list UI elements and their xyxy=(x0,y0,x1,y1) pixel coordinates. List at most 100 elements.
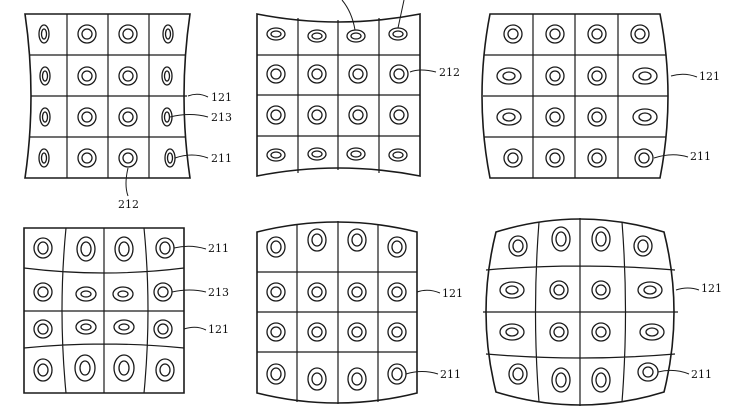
lens-outer-ring xyxy=(75,319,97,335)
lens-inner-ring xyxy=(591,70,603,82)
lens-outer-ring xyxy=(118,24,138,44)
callout-label: 211 xyxy=(211,152,232,165)
lens-outer-ring xyxy=(549,280,569,300)
lens-inner-ring xyxy=(553,326,565,338)
lens-outer-ring xyxy=(346,29,366,43)
panel-frame xyxy=(485,218,675,406)
lens-outer-ring xyxy=(307,322,327,342)
lens-inner-ring xyxy=(507,28,519,40)
leader-line xyxy=(657,287,700,375)
lens-outer-ring xyxy=(545,66,565,86)
callout-label: 121 xyxy=(699,70,720,83)
lens-outer-ring xyxy=(388,148,408,162)
lens-inner-ring xyxy=(555,372,567,388)
lens-outer-ring xyxy=(118,148,138,168)
lens-inner-ring xyxy=(549,111,561,123)
lens-outer-ring xyxy=(33,319,53,339)
panel-frame xyxy=(256,13,421,177)
lens-inner-ring xyxy=(505,327,519,337)
lens-inner-ring xyxy=(37,363,49,377)
lens-outer-ring xyxy=(587,107,607,127)
lens-inner-ring xyxy=(638,152,650,164)
lens-outer-ring xyxy=(348,105,368,125)
panel-grid xyxy=(23,227,185,394)
lens-outer-ring xyxy=(499,323,525,341)
lens-outer-ring xyxy=(499,281,525,299)
lens-inner-ring xyxy=(80,241,92,257)
lens-outer-ring xyxy=(587,148,607,168)
lens-outer-ring xyxy=(347,228,367,252)
lens-inner-ring xyxy=(352,109,364,121)
lens-inner-ring xyxy=(391,240,403,254)
callout-label: 212 xyxy=(118,198,139,211)
lens-outer-ring xyxy=(508,235,528,257)
lens-inner-ring xyxy=(118,241,130,257)
lens-outer-ring xyxy=(307,29,327,43)
lens-inner-ring xyxy=(163,111,171,123)
lens-outer-ring xyxy=(387,282,407,302)
lens-inner-ring xyxy=(159,363,171,377)
panel-frame xyxy=(256,221,418,404)
lens-outer-ring xyxy=(266,322,286,342)
lens-outer-ring xyxy=(503,24,523,44)
lens-group xyxy=(266,228,407,391)
lens-outer-ring xyxy=(637,362,659,382)
lens-outer-ring xyxy=(75,286,97,302)
lens-inner-ring xyxy=(311,372,323,386)
lens-inner-ring xyxy=(643,285,657,295)
lens-outer-ring xyxy=(153,282,173,302)
panel-grid xyxy=(483,14,668,178)
lens-outer-ring xyxy=(632,67,658,85)
lens-inner-ring xyxy=(41,70,49,82)
lens-inner-ring xyxy=(270,30,282,38)
lens-inner-ring xyxy=(392,151,404,159)
lens-inner-ring xyxy=(122,70,134,82)
lens-outer-ring xyxy=(387,236,407,258)
lens-inner-ring xyxy=(79,360,91,376)
lens-outer-ring xyxy=(387,363,407,385)
lens-inner-ring xyxy=(549,70,561,82)
panel-frame xyxy=(23,227,185,394)
lens-outer-ring xyxy=(347,282,367,302)
lens-outer-ring xyxy=(39,107,51,127)
callout-label: 213 xyxy=(208,286,229,299)
lens-inner-ring xyxy=(591,152,603,164)
lens-inner-ring xyxy=(163,70,171,82)
lens-inner-ring xyxy=(270,286,282,298)
lens-inner-ring xyxy=(81,152,93,164)
panel-top-left: 121 213 211 212 xyxy=(24,13,232,211)
lens-outer-ring xyxy=(33,282,53,302)
lens-inner-ring xyxy=(122,152,134,164)
lens-outer-ring xyxy=(545,24,565,44)
lens-inner-ring xyxy=(393,68,405,80)
callout-label: 212 xyxy=(439,66,460,79)
lens-inner-ring xyxy=(81,28,93,40)
lens-group xyxy=(496,24,658,168)
lens-outer-ring xyxy=(77,148,97,168)
lens-outer-ring xyxy=(164,148,176,168)
lens-outer-ring xyxy=(387,322,407,342)
lens-outer-ring xyxy=(503,148,523,168)
lens-outer-ring xyxy=(161,66,173,86)
lens-outer-ring xyxy=(551,367,571,393)
lens-inner-ring xyxy=(270,109,282,121)
lens-outer-ring xyxy=(266,236,286,258)
callout-label: 211 xyxy=(440,368,461,381)
leader-line xyxy=(341,0,437,73)
lens-inner-ring xyxy=(122,28,134,40)
lens-outer-ring xyxy=(307,64,327,84)
lens-outer-ring xyxy=(266,27,286,41)
lens-outer-ring xyxy=(389,64,409,84)
lens-inner-ring xyxy=(37,286,49,298)
lens-outer-ring xyxy=(162,24,174,44)
lens-inner-ring xyxy=(40,152,48,164)
lens-inner-ring xyxy=(117,290,129,298)
leader-line xyxy=(125,93,209,197)
lens-group xyxy=(266,27,409,162)
panel-grid xyxy=(257,18,420,173)
lens-inner-ring xyxy=(81,111,93,123)
lens-inner-ring xyxy=(80,290,92,298)
panel-grid xyxy=(30,14,187,178)
lens-outer-ring xyxy=(508,363,528,385)
lens-outer-ring xyxy=(114,236,134,262)
